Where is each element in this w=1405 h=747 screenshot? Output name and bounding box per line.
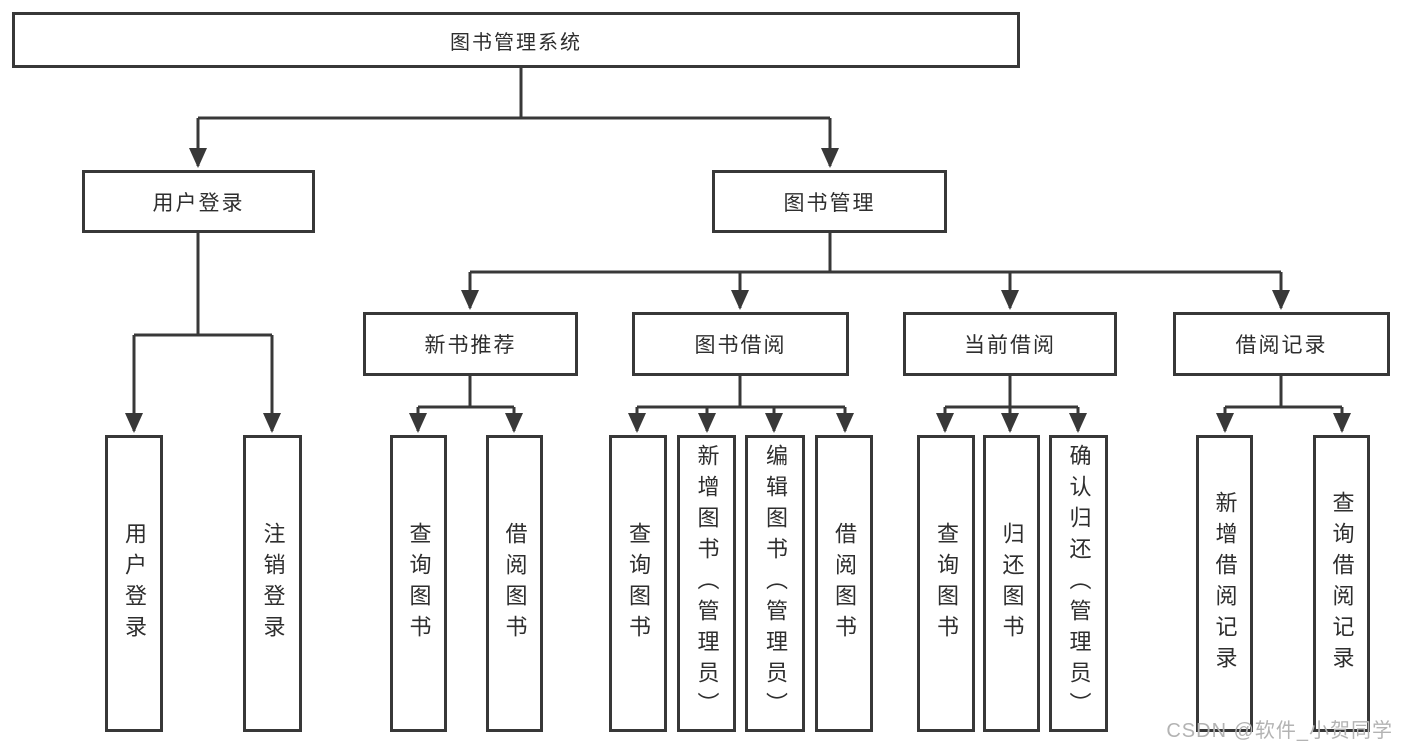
node-book-borrow: 图书借阅 [632, 312, 849, 376]
leaf-current-query-books: 查询图书 [917, 435, 975, 732]
leaf-borrow-query-books: 查询图书 [609, 435, 667, 732]
leaf-add-borrow-record: 新增借阅记录 [1196, 435, 1253, 732]
leaf-user-login: 用户登录 [105, 435, 163, 732]
leaf-add-books-admin: 新增图书（管理员） [677, 435, 736, 732]
node-book-management: 图书管理 [712, 170, 947, 233]
leaf-logout: 注销登录 [243, 435, 302, 732]
leaf-newbook-borrow-books: 借阅图书 [486, 435, 543, 732]
leaf-edit-books-admin: 编辑图书（管理员） [745, 435, 805, 732]
leaf-borrow-books: 借阅图书 [815, 435, 873, 732]
node-user-login: 用户登录 [82, 170, 315, 233]
node-borrow-records: 借阅记录 [1173, 312, 1390, 376]
node-current-borrow: 当前借阅 [903, 312, 1117, 376]
csdn-watermark: CSDN @软件_小贺同学 [1166, 720, 1393, 742]
leaf-return-books: 归还图书 [983, 435, 1040, 732]
node-new-book-recommend: 新书推荐 [363, 312, 578, 376]
leaf-query-borrow-record: 查询借阅记录 [1313, 435, 1370, 732]
leaf-newbook-query-books: 查询图书 [390, 435, 447, 732]
leaf-confirm-return-admin: 确认归还（管理员） [1049, 435, 1108, 732]
node-root: 图书管理系统 [12, 12, 1020, 68]
